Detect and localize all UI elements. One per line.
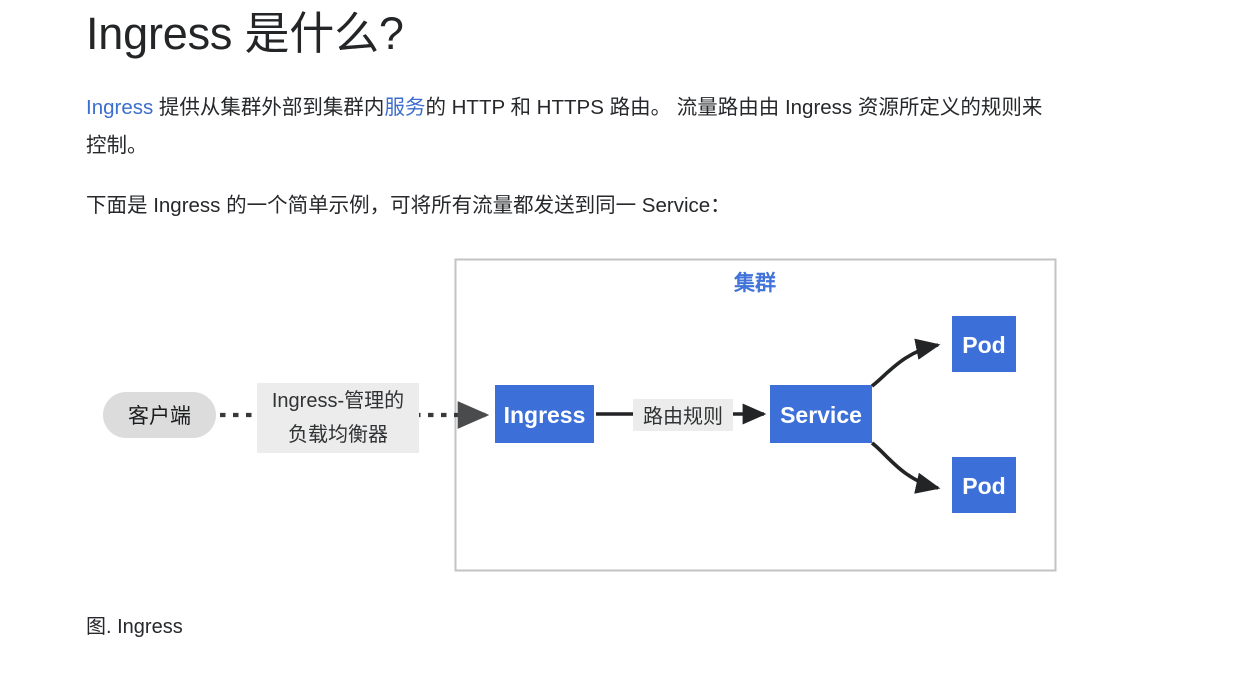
node-pod-bottom (952, 457, 1016, 513)
page-title: Ingress 是什么? (86, 8, 404, 59)
paragraph-example-lead-text: 下面是 Ingress 的一个简单示例，可将所有流量都发送到同一 Service… (86, 194, 731, 217)
cluster-label: 集群 (733, 271, 776, 295)
edge-service-to-pod-top (870, 338, 941, 388)
node-service-label: Service (780, 402, 862, 428)
node-service (770, 385, 872, 443)
figure-caption: 图. Ingress (86, 616, 183, 638)
edge-label-lb-background (257, 383, 419, 453)
edge-label-lb-line1: Ingress-管理的 (272, 389, 404, 412)
node-ingress-label: Ingress (504, 402, 586, 428)
paragraph-intro-text-1: 提供从集群外部到集群内 (153, 96, 385, 119)
link-service[interactable]: 服务 (384, 96, 426, 119)
paragraph-intro-text-2: 的 HTTP 和 HTTPS 路由。 流量路由由 Ingress 资源所定义的规… (86, 96, 1043, 157)
node-pod-bottom-label: Pod (962, 473, 1005, 499)
node-pod-top (952, 316, 1016, 372)
client-node-label: 客户端 (128, 405, 191, 428)
paragraph-example-lead: 下面是 Ingress 的一个简单示例，可将所有流量都发送到同一 Service… (86, 187, 1061, 225)
ingress-diagram: 集群 客户端 Ingress-管理的 负载均衡器 Ingress 路由规则 Se… (86, 250, 1086, 590)
link-ingress[interactable]: Ingress (86, 96, 154, 119)
ingress-diagram-svg: 集群 客户端 Ingress-管理的 负载均衡器 Ingress 路由规则 Se… (103, 258, 1057, 572)
client-node (103, 392, 216, 438)
edge-label-rules-background (633, 399, 733, 431)
edge-service-to-pod-bottom (870, 441, 941, 494)
paragraph-intro: Ingress 提供从集群外部到集群内服务的 HTTP 和 HTTPS 路由。 … (86, 89, 1061, 165)
node-pod-top-label: Pod (962, 332, 1005, 358)
node-ingress (495, 385, 594, 443)
edge-label-lb-line2: 负载均衡器 (288, 423, 388, 446)
edge-label-rules: 路由规则 (643, 405, 723, 428)
